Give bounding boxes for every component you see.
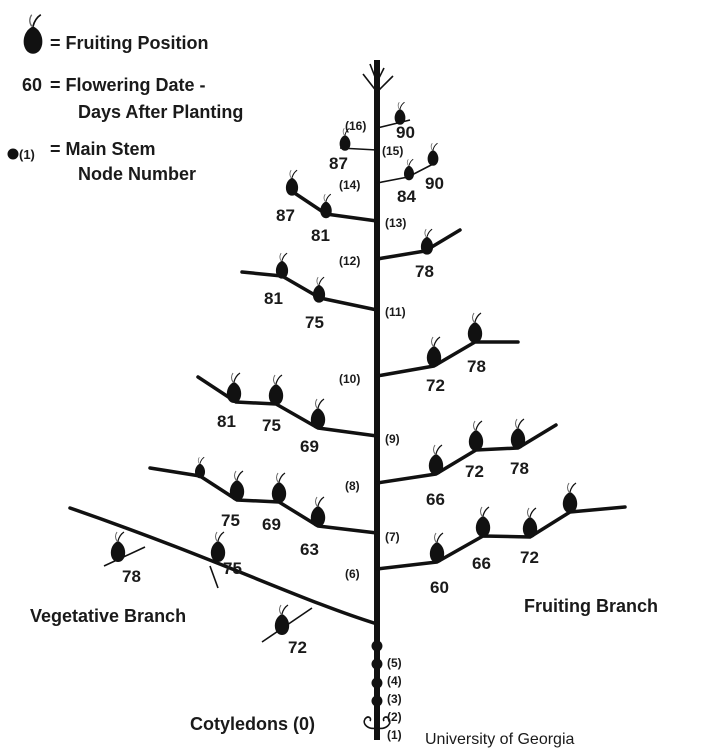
node-number-15: (15) xyxy=(382,144,403,158)
cotton-boll-icon xyxy=(313,277,325,303)
date-label: 87 xyxy=(276,206,295,225)
legend-node-dot-icon xyxy=(8,149,19,160)
date-label: 81 xyxy=(217,412,236,431)
cotton-boll-icon xyxy=(272,473,286,503)
node-dot-icon xyxy=(372,696,383,707)
date-label: 72 xyxy=(288,638,307,657)
node-dot-icon xyxy=(372,641,383,652)
cotton-boll-icon xyxy=(230,471,244,501)
node-number-10: (10) xyxy=(339,372,360,386)
date-label: 75 xyxy=(305,313,324,332)
date-label: 90 xyxy=(396,123,415,142)
date-label: 78 xyxy=(415,262,434,281)
date-label: 75 xyxy=(221,511,240,530)
fruiting-branch-node-11 xyxy=(242,272,377,310)
credit-label: University of Georgia xyxy=(425,731,574,748)
legend-node-label-1: = Main Stem xyxy=(50,139,156,159)
cotton-boll-icon xyxy=(428,143,439,166)
cotton-boll-icon xyxy=(429,445,443,475)
cotton-boll-icon xyxy=(111,532,125,562)
date-label: 66 xyxy=(472,554,491,573)
date-label: 69 xyxy=(300,437,319,456)
node-number-11: (11) xyxy=(385,305,406,319)
cotton-boll-icon xyxy=(523,508,537,538)
legend: = Fruiting Position 60 = Flowering Date … xyxy=(8,15,244,184)
cotton-boll-icon xyxy=(468,313,482,343)
cotton-boll-icon xyxy=(320,194,332,218)
date-label: 66 xyxy=(426,490,445,509)
cotton-boll-icon xyxy=(311,497,325,527)
node-dot-icon xyxy=(372,659,383,670)
legend-flower-label-2: Days After Planting xyxy=(78,102,243,122)
date-label: 75 xyxy=(223,559,242,578)
date-label: 81 xyxy=(264,289,283,308)
cotton-boll-icon xyxy=(211,532,225,562)
fruiting-branch-node-12 xyxy=(377,230,460,259)
vegetative-branch-label: Vegetative Branch xyxy=(30,606,186,626)
cotton-boll-icon xyxy=(311,399,325,429)
date-label: 78 xyxy=(467,357,486,376)
date-label: 81 xyxy=(311,226,330,245)
legend-fruit-label: = Fruiting Position xyxy=(50,33,209,53)
cotton-boll-icon xyxy=(427,337,441,367)
node-number-9: (9) xyxy=(385,432,400,446)
node-number-4: (4) xyxy=(387,674,402,688)
cotton-boll-icon xyxy=(275,605,289,635)
node-number-3: (3) xyxy=(387,692,402,706)
legend-flower-label-1: = Flowering Date - xyxy=(50,75,206,95)
cotton-boll-icon xyxy=(395,102,406,125)
node-dot-icon xyxy=(372,678,383,689)
fruiting-branch-label: Fruiting Branch xyxy=(524,596,658,616)
node-number-2: (2) xyxy=(387,710,402,724)
date-label: 63 xyxy=(300,540,319,559)
date-label: 78 xyxy=(510,459,529,478)
legend-node-key: (1) xyxy=(19,147,35,162)
date-label: 60 xyxy=(430,578,449,597)
node-number-6: (6) xyxy=(345,567,360,581)
cotton-boll-icon xyxy=(511,419,525,449)
date-label: 72 xyxy=(520,548,539,567)
fruiting-branch-node-6 xyxy=(377,507,625,569)
cotton-boll-icon xyxy=(563,483,577,513)
cotton-boll-icon xyxy=(476,507,490,537)
cotyledons-label: Cotyledons (0) xyxy=(190,714,315,734)
date-label: 72 xyxy=(426,376,445,395)
fruiting-branch-node-13 xyxy=(290,190,377,221)
node-number-8: (8) xyxy=(345,479,360,493)
cotton-boll-icon xyxy=(421,229,433,255)
cotton-boll-icon xyxy=(286,170,298,196)
date-label: 90 xyxy=(425,174,444,193)
node-number-12: (12) xyxy=(339,254,360,268)
legend-flower-key: 60 xyxy=(22,75,42,95)
date-label: 69 xyxy=(262,515,281,534)
date-label: 87 xyxy=(329,154,348,173)
legend-boll-icon xyxy=(24,15,43,54)
node-number-16: (16) xyxy=(345,119,366,133)
flowering-dates: 90 87 84 90 87 81 78 81 75 72 78 81 75 6… xyxy=(122,123,539,657)
node-number-14: (14) xyxy=(339,178,360,192)
cotton-boll-icon xyxy=(430,533,444,563)
cotton-boll-icon xyxy=(276,253,288,279)
cotton-boll-icon xyxy=(227,373,241,403)
date-label: 75 xyxy=(262,416,281,435)
date-label: 84 xyxy=(397,187,416,206)
fruiting-branch-node-10 xyxy=(377,342,518,376)
node-number-13: (13) xyxy=(385,216,406,230)
date-label: 72 xyxy=(465,462,484,481)
cotton-boll-icon xyxy=(195,457,205,478)
cotton-boll-icon xyxy=(404,159,414,180)
cotton-boll-icon xyxy=(269,375,283,405)
legend-node-label-2: Node Number xyxy=(78,164,196,184)
node-number-5: (5) xyxy=(387,656,402,670)
cotton-boll-icon xyxy=(469,421,483,451)
node-number-1: (1) xyxy=(387,728,402,742)
node-number-7: (7) xyxy=(385,530,400,544)
date-label: 78 xyxy=(122,567,141,586)
